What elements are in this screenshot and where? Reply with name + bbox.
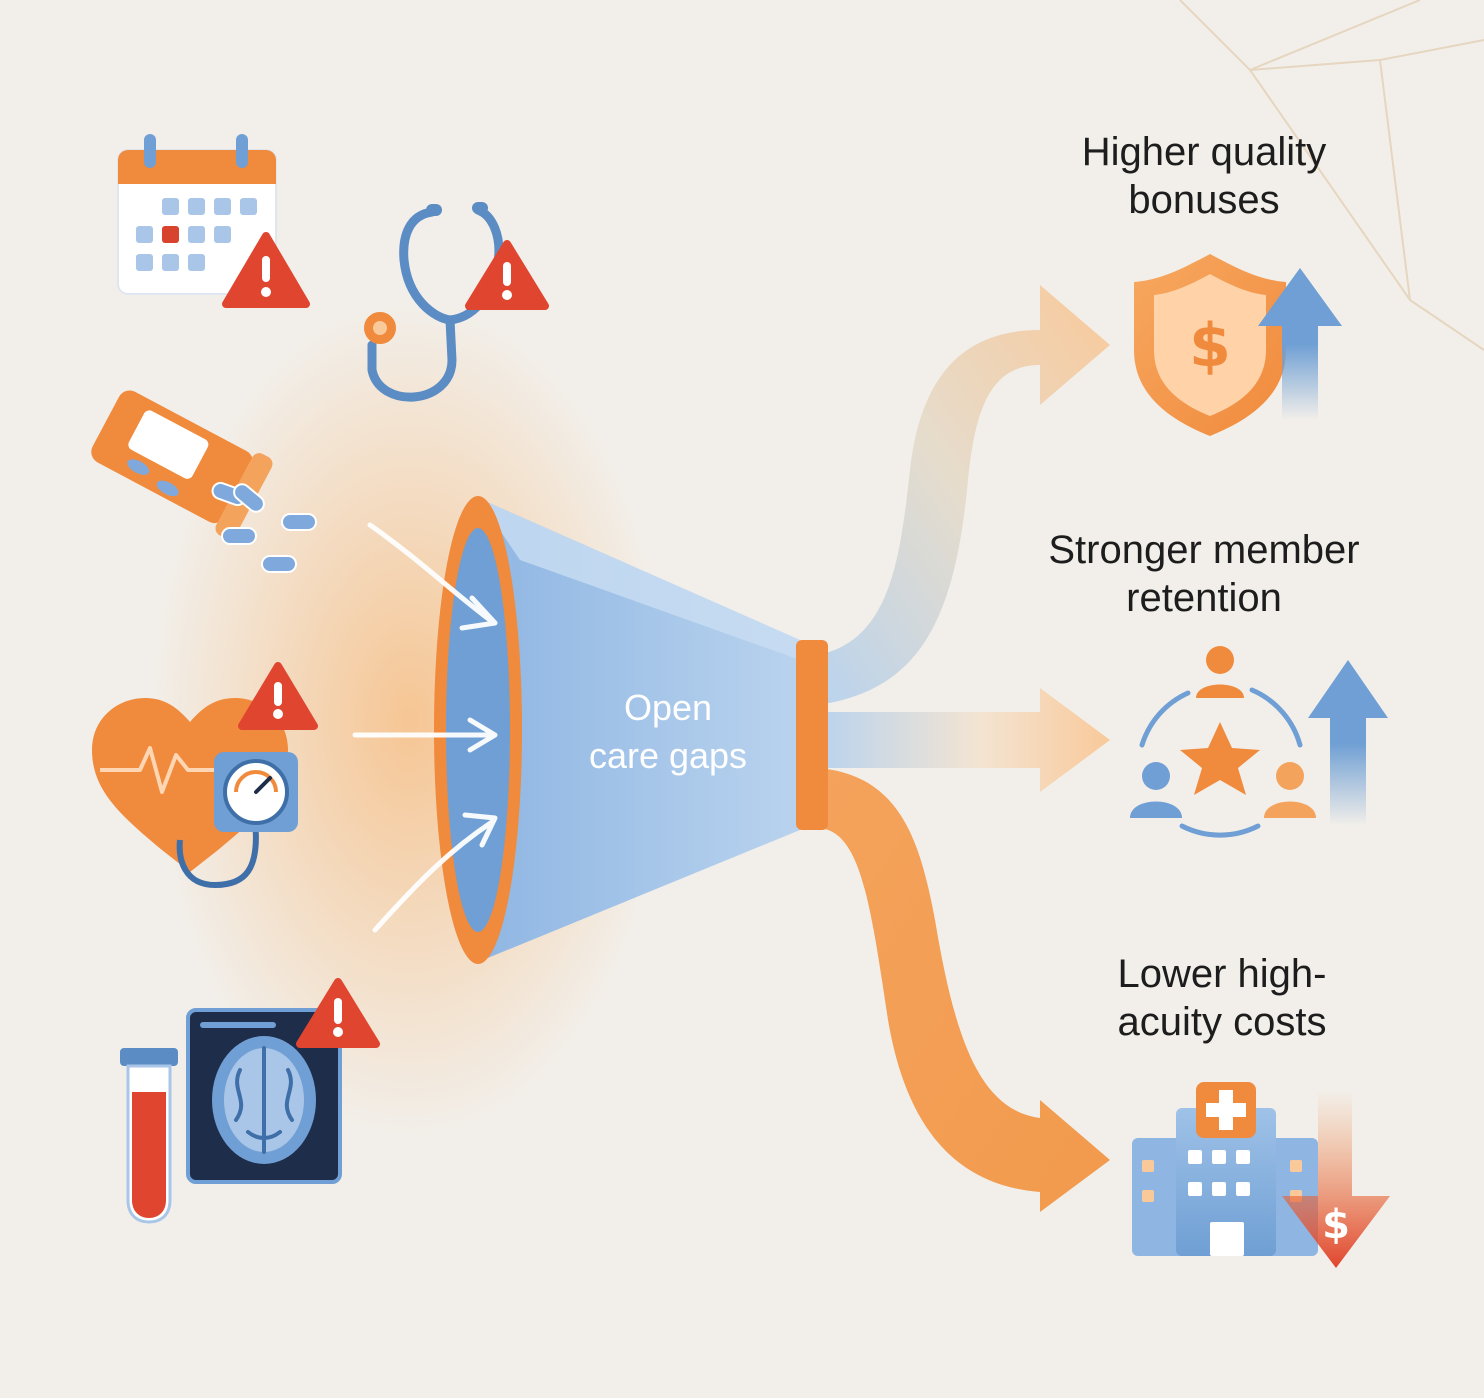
- stethoscope-icon: [364, 202, 504, 402]
- outcome-label-high-acuity-costs: Lower high- acuity costs: [1012, 950, 1432, 1046]
- blood-pressure-gauge-icon: [176, 752, 298, 889]
- outcome-label-quality-bonuses: Higher quality bonuses: [994, 128, 1414, 224]
- svg-text:$: $: [1322, 1202, 1350, 1248]
- funnel-label-line: Open: [623, 687, 713, 728]
- arrow-up-icon: [1258, 268, 1342, 420]
- outcome-label-line: Lower high-: [1117, 952, 1327, 996]
- member-network-icon: [1130, 646, 1316, 838]
- arrow-up-icon: [1308, 660, 1388, 826]
- calendar-icon: [117, 134, 277, 295]
- funnel-label: Open care gaps: [548, 684, 788, 780]
- outcome-label-line: Higher quality: [1081, 130, 1327, 174]
- input-flow-arrows: [352, 522, 498, 933]
- warning-icon: [296, 978, 380, 1048]
- outcome-label-line: Stronger member: [1048, 528, 1360, 572]
- hospital-icon: [1132, 1082, 1318, 1256]
- outcome-label-line: retention: [1126, 576, 1282, 620]
- funnel-label-line: care gaps: [588, 735, 748, 776]
- flow-arrow-quality-bonuses: [818, 285, 1110, 705]
- flow-arrow-member-retention: [818, 688, 1110, 792]
- background-geometric-lines: [1179, 0, 1484, 351]
- outcome-label-line: acuity costs: [1117, 1000, 1327, 1044]
- dollar-arrow-down-icon: $: [1282, 1090, 1390, 1268]
- svg-text:$: $: [1189, 311, 1231, 381]
- warning-icon: [238, 662, 318, 730]
- flow-arrow-high-acuity-costs: [818, 768, 1110, 1212]
- pill-bottle-icon: [91, 390, 317, 573]
- outcome-label-line: bonuses: [1128, 178, 1280, 222]
- shield-dollar-icon: $: [1134, 254, 1286, 436]
- brain-scan-icon: [186, 1008, 342, 1184]
- outcome-label-member-retention: Stronger member retention: [994, 526, 1414, 622]
- warning-icon: [222, 232, 310, 308]
- warning-icon: [465, 240, 549, 310]
- test-tube-icon: [120, 1048, 178, 1224]
